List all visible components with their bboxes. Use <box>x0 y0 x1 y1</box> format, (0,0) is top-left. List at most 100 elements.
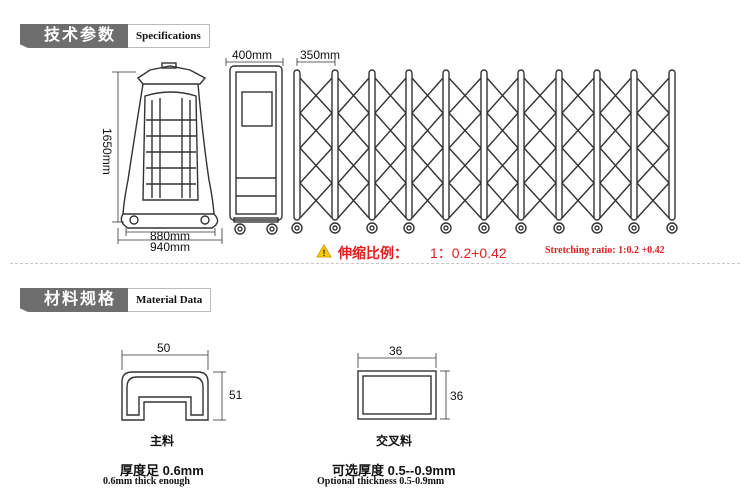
gate-post <box>517 69 525 221</box>
cross-profile-caption: 交叉料 <box>376 434 413 448</box>
scissor-bar <box>299 182 333 219</box>
gate-wheel <box>478 222 490 234</box>
gate-wheel <box>366 222 378 234</box>
cross-profile-height: 36 <box>450 389 464 403</box>
scissor-bar <box>486 147 519 184</box>
gate-wheel-hub <box>556 225 562 231</box>
scissor-bar <box>337 112 370 149</box>
gate-post <box>668 69 676 221</box>
gate-side-view <box>225 58 284 235</box>
gate-wheel <box>440 222 452 234</box>
gate-post <box>630 69 638 221</box>
scissor-bar <box>374 77 407 114</box>
scissor-bar <box>486 77 519 114</box>
gate-wheel <box>291 222 303 234</box>
scissor-bar <box>599 182 632 219</box>
scissor-bar <box>561 112 595 149</box>
spec-header-cn: 技术参数 <box>20 24 129 48</box>
scissor-bar <box>523 182 557 219</box>
scissor-bar <box>374 182 407 219</box>
scissor-bar <box>448 147 482 184</box>
gate-wheel <box>329 222 341 234</box>
cross-thickness-cn: 可选厚度 0.5--0.9mm <box>332 463 456 478</box>
gate-wheel-hub <box>481 225 487 231</box>
gate-wheel-hub <box>294 225 300 231</box>
scissor-bar <box>523 112 557 149</box>
scissor-bar <box>561 77 595 114</box>
stretching-value: 1：0.2+0.42 <box>430 245 507 261</box>
scissor-bar <box>299 112 333 149</box>
scissor-bar <box>374 147 407 184</box>
scissor-bar <box>411 112 444 149</box>
gate-front-view <box>120 62 219 229</box>
gate-wheel-hub <box>669 225 675 231</box>
scissor-bar <box>599 77 632 114</box>
scissor-bar <box>523 147 557 184</box>
scissor-bar <box>337 182 370 219</box>
pitch-dimension: 350mm <box>300 48 341 62</box>
scissor-bar <box>337 77 370 114</box>
scissor-bar <box>448 112 482 149</box>
scissor-bar <box>561 147 595 184</box>
scissor-bar <box>374 112 407 149</box>
scissor-bar <box>486 182 519 219</box>
scissor-section <box>291 69 678 234</box>
gate-wheel-hub <box>406 225 412 231</box>
warning-icon: ! <box>316 244 332 263</box>
main-thickness-cn: 厚度足 0.6mm <box>120 463 204 478</box>
gate-post <box>480 69 488 221</box>
gate-wheel <box>515 222 527 234</box>
scissor-bar <box>561 182 595 219</box>
svg-text:!: ! <box>323 248 326 258</box>
scissor-bar <box>411 77 444 114</box>
gate-wheel <box>628 222 640 234</box>
scissor-bar <box>523 77 557 114</box>
scissor-bar <box>299 77 333 114</box>
scissor-bar <box>599 112 632 149</box>
material-section-header: 材料规格 Material Data <box>20 288 212 312</box>
gate-wheel-hub <box>443 225 449 231</box>
cross-thickness-en: Optional thickness 0.5-0.9mm <box>317 476 445 487</box>
main-profile-height: 51 <box>229 388 243 402</box>
scissor-bar <box>411 182 444 219</box>
gate-post <box>555 69 563 221</box>
scissor-bar <box>636 147 670 184</box>
gate-wheel <box>591 222 603 234</box>
scissor-bar <box>448 77 482 114</box>
material-header-en: Material Data <box>128 288 212 312</box>
gate-post <box>405 69 413 221</box>
gate-wheel <box>403 222 415 234</box>
main-profile-width: 50 <box>157 341 171 355</box>
divider-line <box>10 263 740 264</box>
scissor-bar <box>337 147 370 184</box>
main-profile-caption: 主料 <box>150 434 175 448</box>
scissor-bar <box>299 147 333 184</box>
scissor-bar <box>636 77 670 114</box>
main-profile-drawing <box>121 350 226 421</box>
height-dimension: 1650mm <box>100 128 114 175</box>
gate-post <box>442 69 450 221</box>
gate-post <box>331 69 339 221</box>
scissor-bar <box>636 112 670 149</box>
cross-profile-width: 36 <box>389 344 403 358</box>
stretching-label-en: Stretching ratio: 1:0.2 +0.42 <box>545 245 665 256</box>
gate-wheel <box>553 222 565 234</box>
gate-wheel-hub <box>594 225 600 231</box>
gate-wheel-hub <box>332 225 338 231</box>
gate-wheel-hub <box>631 225 637 231</box>
gate-post <box>293 69 301 221</box>
scissor-bar <box>411 147 444 184</box>
spec-header-en: Specifications <box>128 24 210 48</box>
scissor-bar <box>599 147 632 184</box>
spec-section-header: 技术参数 Specifications <box>20 24 210 48</box>
cross-profile-drawing <box>357 353 450 420</box>
gate-wheel <box>666 222 678 234</box>
scissor-bar <box>636 182 670 219</box>
stretching-label-cn: 伸缩比例： <box>338 245 408 261</box>
base-outer-dimension: 940mm <box>150 240 191 254</box>
base-inner-dimension: 880mm <box>150 229 191 243</box>
scissor-bar <box>486 112 519 149</box>
gate-post <box>368 69 376 221</box>
material-header-cn: 材料规格 <box>20 288 129 312</box>
